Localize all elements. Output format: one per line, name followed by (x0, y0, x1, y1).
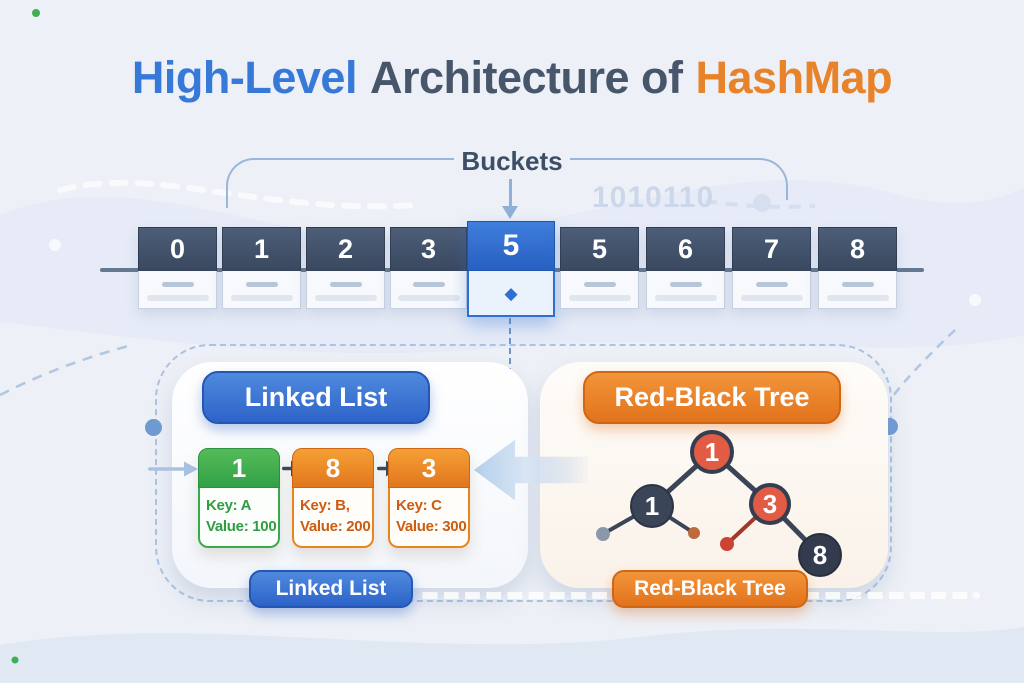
tree-node-red-root (690, 430, 734, 474)
bucket-index: 1 (222, 227, 301, 271)
buckets-label: Buckets (461, 146, 563, 176)
red-black-tree-title: Red-Black Tree (583, 371, 841, 424)
arrow-down-icon (502, 206, 518, 219)
bucket-slot (732, 271, 811, 309)
bucket-slot (222, 271, 301, 309)
bucket-index: 7 (732, 227, 811, 271)
bucket-slot (138, 271, 217, 309)
bucket-drop-connector (509, 318, 511, 374)
bucket-slot (306, 271, 385, 309)
list-node-key: Key: A (206, 497, 252, 514)
red-black-tree-caption: Red-Black Tree (612, 570, 808, 608)
tree-nil-dot (720, 537, 734, 551)
bucket-cell-6: 6 (646, 227, 725, 309)
tree-nil-dot (596, 527, 610, 541)
bucket-index: 5 (560, 227, 639, 271)
bucket-index: 5 (467, 221, 555, 271)
title-part-product: HashMap (695, 52, 893, 103)
list-node-value: Value: 100 (206, 518, 277, 535)
bucket-slot (818, 271, 897, 309)
collision-region-outline (155, 344, 892, 602)
tree-node-black-left (630, 484, 674, 528)
bucket-slot: ◆ (467, 271, 555, 317)
list-node-body: Key: A Value: 100 (198, 488, 280, 548)
bucket-cell-7: 7 (732, 227, 811, 309)
list-node-body: Key: B, Value: 200 (292, 488, 374, 548)
list-entry-arrow-icon (148, 461, 198, 477)
bucket-cell-3: 3 (390, 227, 467, 309)
bucket-cell-4-highlighted: 5 ◆ (467, 221, 555, 317)
bucket-index: 0 (138, 227, 217, 271)
bucket-cell-0: 0 (138, 227, 217, 309)
bucket-slot (390, 271, 467, 309)
list-node-a: 1 Key: A Value: 100 (198, 448, 280, 548)
tree-node-label: 1 (645, 491, 659, 521)
list-node-body: Key: C Value: 300 (388, 488, 470, 548)
tree-node-label: 3 (763, 489, 777, 519)
bucket-cell-1: 1 (222, 227, 301, 309)
tree-node-black-leaf (798, 533, 842, 577)
bucket-cell-2: 2 (306, 227, 385, 309)
bucket-cell-5: 5 (560, 227, 639, 309)
page-title: High-Level Architecture of HashMap (0, 52, 1024, 104)
tree-node-red-right (749, 483, 791, 525)
bucket-index: 8 (818, 227, 897, 271)
corner-dot-green (32, 9, 40, 17)
bucket-index: 3 (390, 227, 467, 271)
bucket-slot (560, 271, 639, 309)
list-node-key: Key: B, (300, 497, 350, 514)
corner-dot-green (11, 656, 19, 664)
connector-dot-left (145, 419, 162, 436)
list-node-number: 8 (292, 448, 374, 488)
linked-list-title: Linked List (202, 371, 430, 424)
arrow-down-icon (509, 179, 512, 207)
bucket-index: 6 (646, 227, 725, 271)
linked-list-caption: Linked List (249, 570, 413, 608)
tree-nil-dot (688, 527, 700, 539)
list-node-key: Key: C (396, 497, 442, 514)
diamond-icon: ◆ (504, 283, 518, 303)
list-node-value: Value: 200 (300, 518, 371, 535)
list-node-b: 8 Key: B, Value: 200 (292, 448, 374, 548)
binary-watermark: 1010110 (592, 181, 715, 214)
bracket-right (570, 158, 788, 200)
bucket-cell-8: 8 (818, 227, 897, 309)
tree-node-label: 1 (705, 437, 719, 467)
list-node-c: 3 Key: C Value: 300 (388, 448, 470, 548)
bucket-slot (646, 271, 725, 309)
tree-node-label: 8 (813, 540, 827, 570)
red-black-tree-graphic: 1 1 3 8 (596, 430, 842, 577)
title-part-middle: Architecture of (369, 52, 683, 103)
bracket-left (226, 158, 454, 208)
list-node-value: Value: 300 (396, 518, 467, 535)
list-node-number: 1 (198, 448, 280, 488)
bucket-index: 2 (306, 227, 385, 271)
list-node-number: 3 (388, 448, 470, 488)
title-part-highlevel: High-Level (131, 52, 358, 103)
